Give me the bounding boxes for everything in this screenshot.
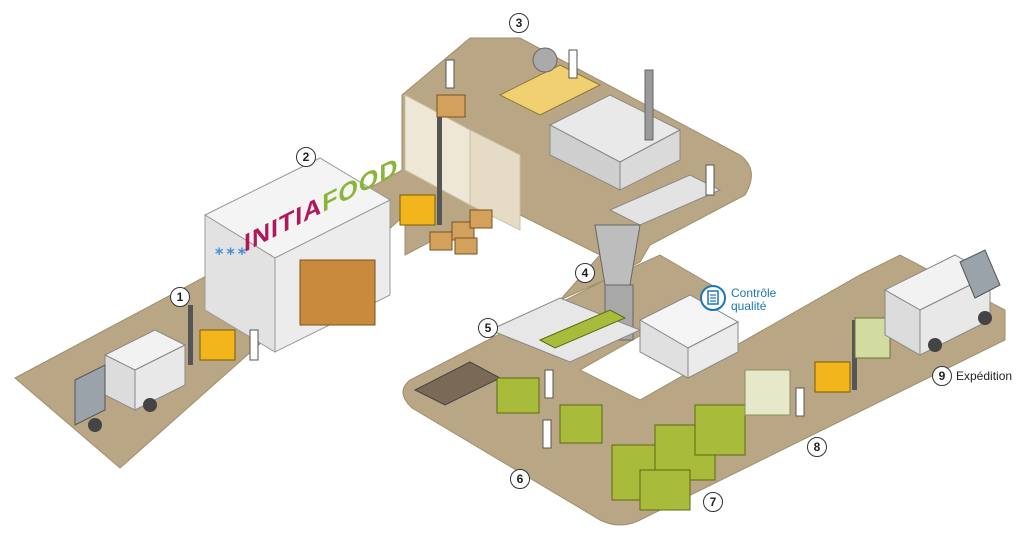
step-marker-2: 2 [296, 147, 316, 167]
quality-control-icon [700, 285, 726, 311]
pallets-group-8 [744, 369, 791, 416]
delivery-truck-left [74, 329, 187, 432]
delivery-truck-right [883, 249, 1001, 356]
forklift-3 [814, 317, 891, 393]
quality-control-label: Contrôle qualité [731, 287, 776, 313]
storage-wall-side [469, 129, 521, 231]
quality-control-line2: qualité [731, 299, 767, 313]
expedition-label: Expédition [956, 369, 1013, 383]
cold-storage-building [203, 157, 392, 353]
forklift-1 [188, 305, 236, 365]
snowflake-icon: *** [215, 244, 250, 263]
production-oven [498, 47, 722, 226]
cardboard-boxes [429, 209, 493, 255]
step-marker-1: 1 [170, 287, 190, 307]
step-marker-6: 6 [510, 469, 530, 489]
packing-conveyor [413, 297, 642, 406]
step-marker-9: 9 [932, 366, 952, 386]
pallets-group-7 [611, 404, 746, 511]
step-marker-3: 3 [509, 13, 529, 33]
step-marker-4: 4 [575, 263, 595, 283]
factory-floor [14, 37, 1006, 526]
step-marker-5: 5 [478, 318, 498, 338]
pallets-group-6 [496, 377, 603, 444]
forklift-2 [399, 94, 466, 226]
checklist-icon [707, 290, 719, 305]
workers [249, 49, 805, 449]
step-marker-7: 7 [703, 492, 723, 512]
step-marker-8: 8 [807, 437, 827, 457]
quality-control-line1: Contrôle [731, 286, 777, 300]
